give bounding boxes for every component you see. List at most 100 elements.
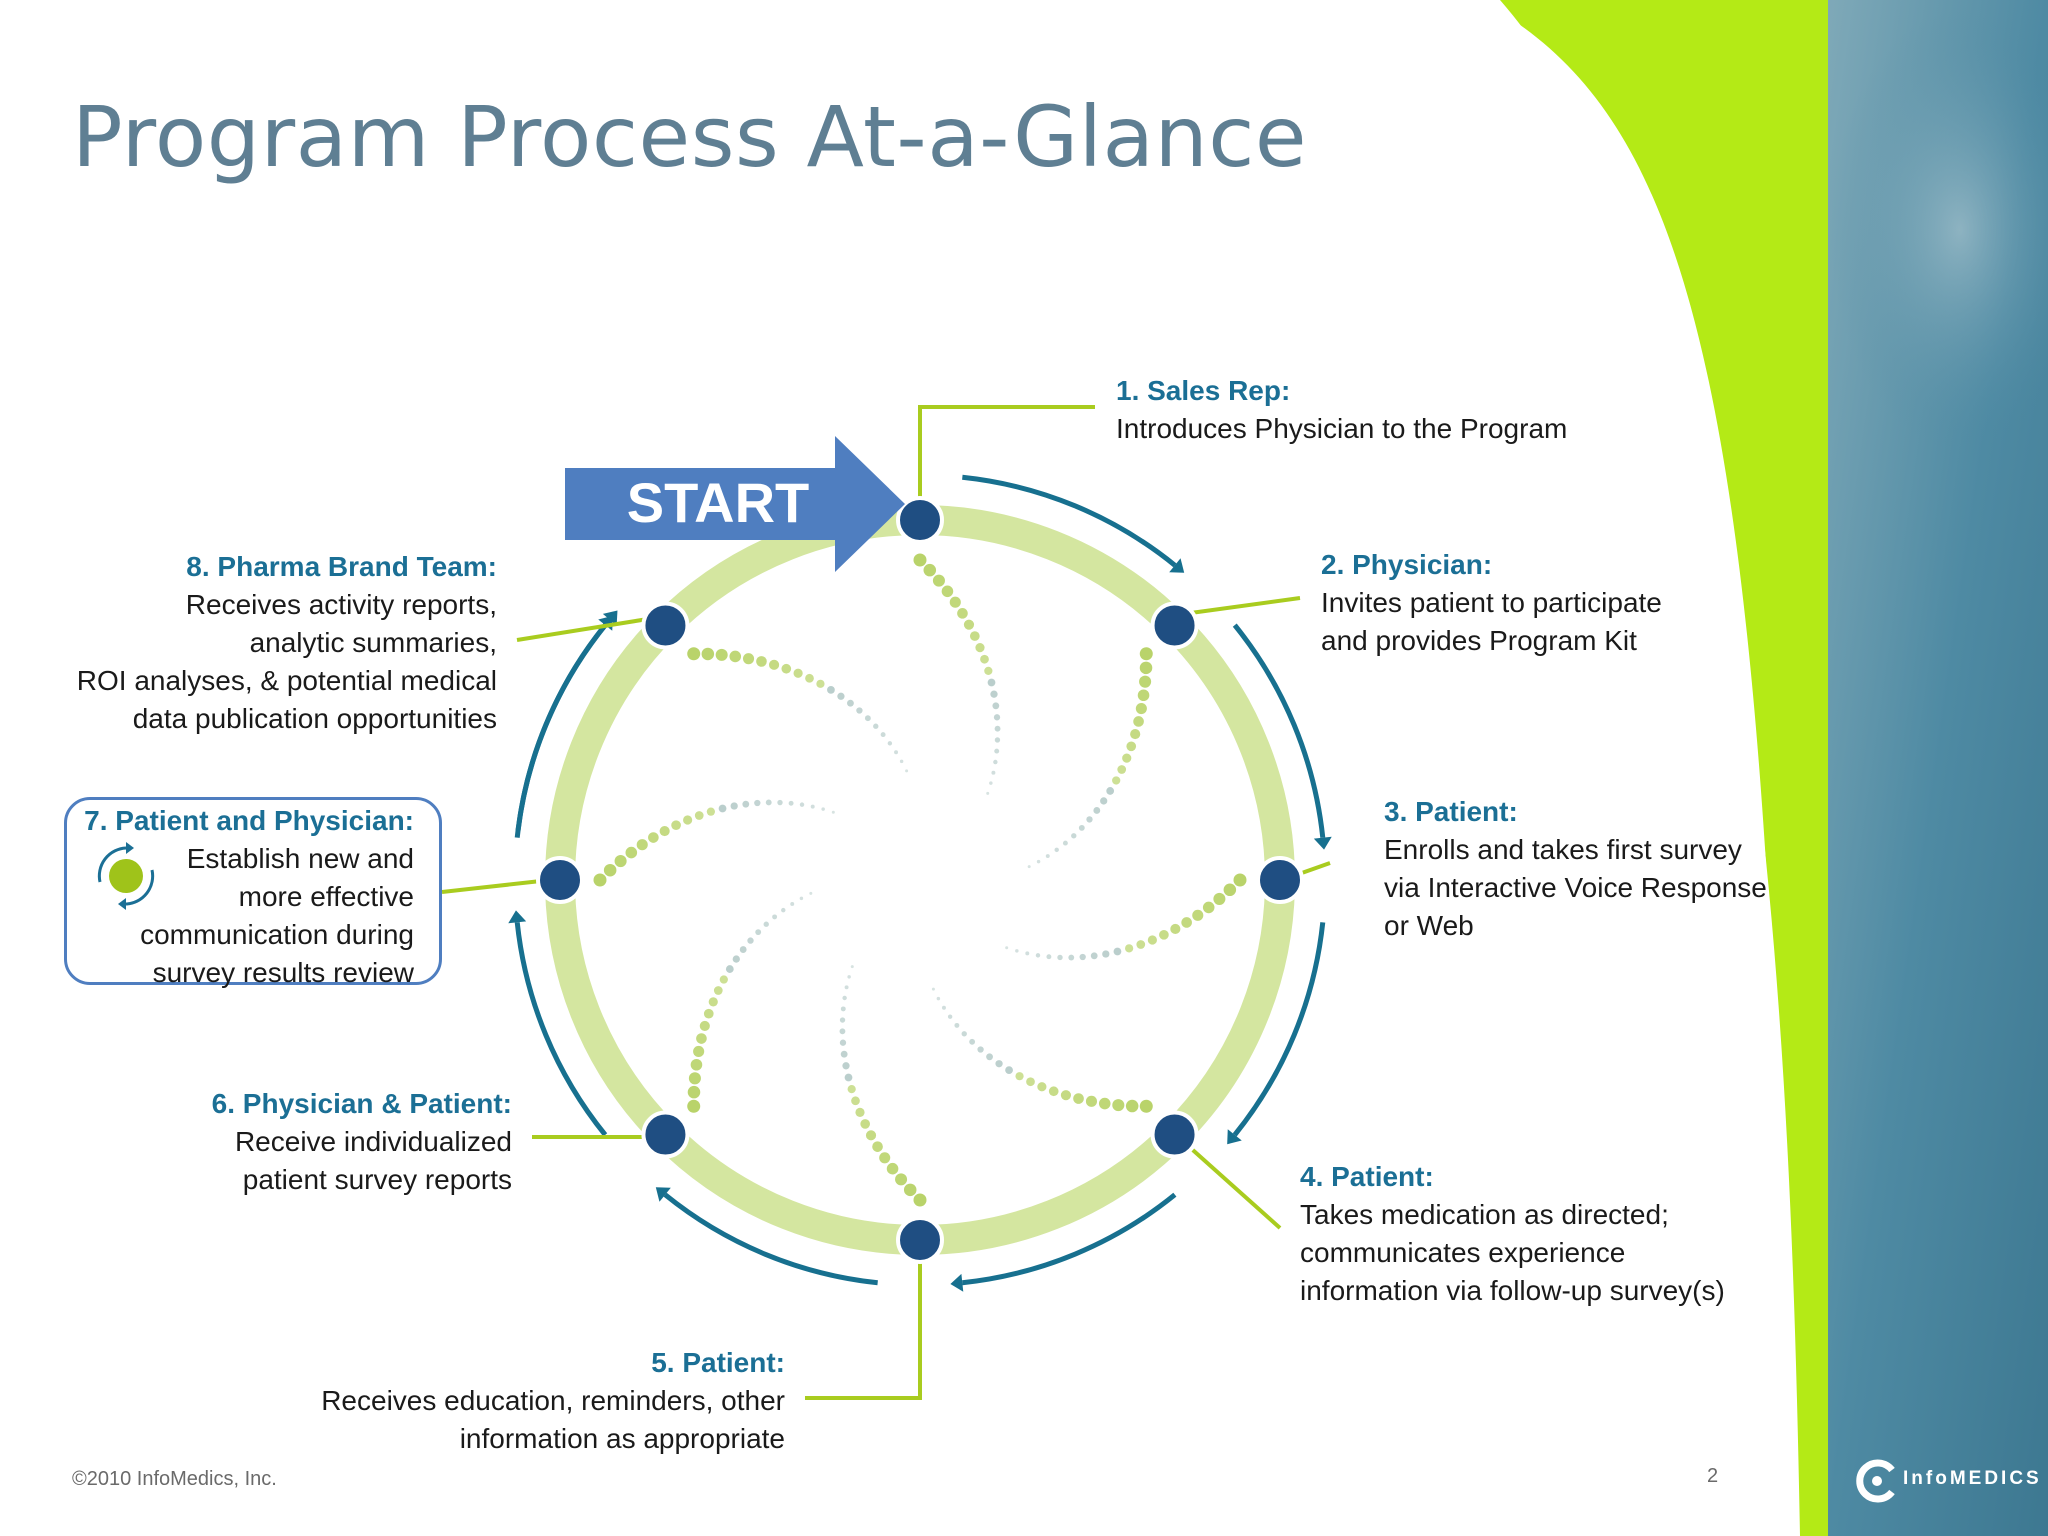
dot-trail-5 [865,1130,877,1141]
dot-trail-8 [847,699,854,707]
dot-trail-2 [1100,797,1108,805]
dot-trail-1 [993,714,1001,721]
step-node-4 [1150,1110,1199,1159]
dot-trail-2 [1137,689,1150,702]
dot-trail-2 [1126,741,1137,752]
dot-trail-7 [821,807,825,811]
dot-trail-8 [905,769,909,773]
dot-trail-1 [963,619,975,630]
dot-trail-5 [847,975,851,979]
dot-trail-4 [931,987,935,991]
dot-trail-1 [994,737,1001,743]
logo-wordmark: InfoMEDICS [1903,1468,2042,1489]
dot-trail-6 [687,1099,701,1113]
dot-trail-8 [899,759,904,764]
dot-trail-8 [729,650,742,663]
step-node-8 [641,601,690,650]
dot-trail-4 [1073,1093,1084,1104]
dot-trail-6 [693,1045,705,1058]
arrow-head-4 [950,1273,964,1292]
dot-trail-3 [1025,951,1030,956]
dot-trail-7 [765,799,772,806]
dot-trail-5 [879,1152,891,1164]
dot-trail-3 [1102,950,1110,958]
dot-trail-4 [961,1031,967,1037]
dot-trail-7 [718,804,727,813]
arrow-arc-5 [663,1192,878,1286]
arrow-arc-4 [962,1192,1177,1286]
dot-trail-2 [1139,661,1153,675]
dot-trail-5 [839,1017,846,1023]
dot-trail-2 [1036,859,1041,864]
dot-trail-7 [754,799,761,807]
dot-trail-7 [593,873,607,887]
arrow-head-5 [655,1187,671,1202]
dot-trail-5 [903,1183,917,1197]
dot-trail-6 [687,1085,701,1099]
step-1-text: Introduces Physician to the Program [1116,413,1568,444]
step-node-6 [641,1110,690,1159]
dot-trail-6 [696,1033,707,1044]
dot-trail-2 [1078,824,1085,831]
dot-trail-5 [842,995,847,1001]
page-title: Program Process At-a-Glance [72,88,1308,186]
dot-trail-2 [1054,847,1059,853]
dot-trail-6 [781,907,786,913]
dot-trail-1 [986,791,990,795]
dot-trail-7 [799,802,805,807]
dot-trail-8 [756,656,767,667]
dot-trail-2 [1122,753,1132,763]
step-2-heading: 2. Physician: [1321,549,1493,580]
dot-trail-2 [1071,833,1077,839]
step-5-heading: 5. Patient: [651,1347,785,1378]
dot-trail-5 [872,1141,883,1152]
connector-step-2 [1175,596,1301,617]
dot-trail-6 [708,997,718,1007]
step-node-3 [1256,856,1304,904]
dot-trail-6 [739,946,747,953]
dot-trail-1 [980,654,989,664]
dot-trail-4 [1037,1082,1047,1092]
step-node-1 [896,496,944,544]
step-8-text: Receives activity reports, analytic summ… [76,589,497,734]
step-1-heading: 1. Sales Rep: [1116,375,1291,406]
dot-trail-4 [1125,1099,1139,1113]
arrow-head-3 [1227,1129,1242,1145]
dot-trail-6 [719,975,728,984]
dot-trail-8 [742,653,755,665]
cycle-icon [97,842,155,910]
dot-trail-1 [941,585,954,598]
dot-trail-1 [993,759,998,765]
dot-trail-4 [1026,1077,1035,1087]
dot-trail-3 [1005,946,1009,950]
dot-trail-2 [1027,865,1031,869]
dot-trail-5 [886,1162,899,1175]
dot-trail-8 [701,647,715,661]
dot-trail-8 [805,673,814,683]
dot-trail-5 [839,1039,847,1046]
dot-trail-4 [1098,1097,1111,1110]
step-node-2 [1150,601,1199,650]
dot-trail-1 [957,608,968,619]
dot-trail-8 [873,723,879,729]
dot-trail-2 [1045,854,1050,859]
decorative-dots [593,553,1247,1207]
dot-trail-7 [614,855,627,868]
step-1: 1. Sales Rep: Introduces Physician to th… [1116,372,1567,448]
dot-trail-1 [975,643,985,653]
dot-trail-3 [1136,940,1146,949]
dot-trail-4 [1048,1086,1059,1097]
step-4-text: Takes medication as directed; communicat… [1300,1199,1725,1306]
dot-trail-4 [954,1022,960,1028]
dot-trail-6 [755,929,762,936]
arrow-head-2 [1313,836,1332,850]
dot-trail-5 [851,1096,860,1106]
step-node-7 [536,856,584,904]
dot-trail-8 [837,692,845,700]
dot-trail-3 [1113,947,1122,956]
dot-trail-5 [855,1107,865,1117]
dot-trail-5 [860,1119,871,1129]
dot-trail-2 [1139,675,1152,688]
step-3-text: Enrolls and takes first survey via Inter… [1384,834,1767,941]
